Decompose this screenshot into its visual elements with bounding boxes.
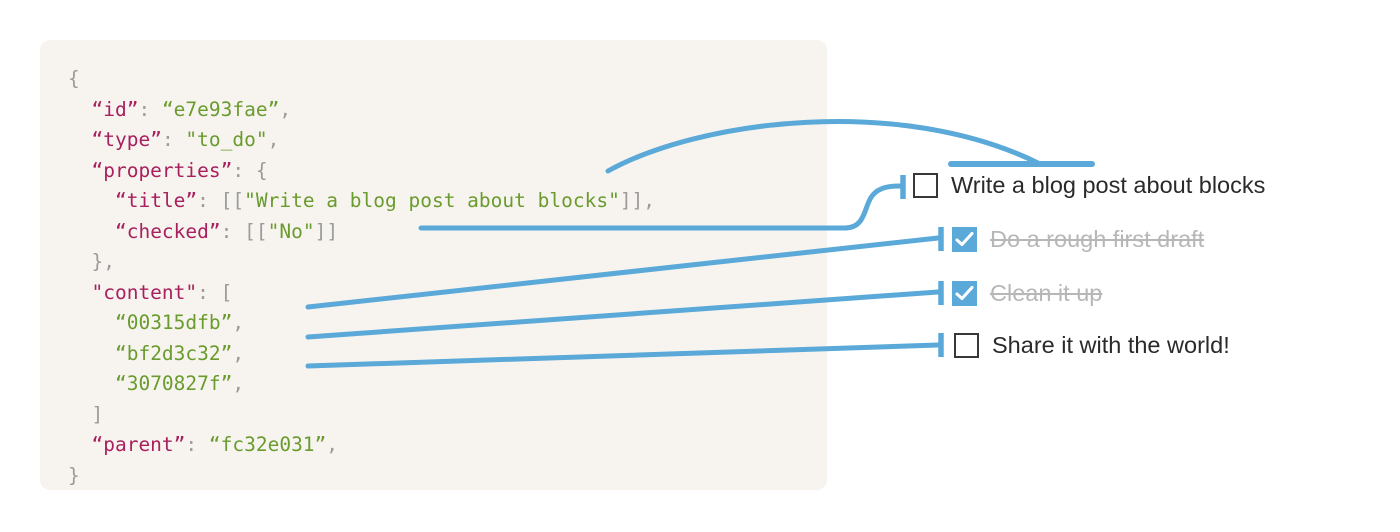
check-icon bbox=[955, 285, 974, 300]
code-line: { bbox=[68, 67, 80, 90]
code-line: }, bbox=[68, 250, 115, 273]
list-item[interactable]: Share it with the world! bbox=[954, 328, 1230, 362]
code-line: “title”: [["Write a blog post about bloc… bbox=[114, 189, 656, 212]
check-icon bbox=[955, 231, 974, 246]
code-line: "content": [ bbox=[91, 280, 233, 304]
list-item[interactable]: Write a blog post about blocks bbox=[913, 168, 1265, 202]
code-line: “bf2d3c32”, bbox=[114, 341, 245, 365]
json-code-block: { “id”: “e7e93fae”, “type”: "to_do", “pr… bbox=[68, 64, 655, 491]
checkbox-unchecked[interactable] bbox=[913, 172, 938, 198]
todo-label: Do a rough first draft bbox=[990, 225, 1205, 252]
list-item[interactable]: Do a rough first draft bbox=[952, 222, 1204, 256]
checkbox-checked[interactable] bbox=[952, 280, 977, 306]
checkbox-checked[interactable] bbox=[952, 226, 977, 252]
checkbox-unchecked[interactable] bbox=[954, 332, 979, 358]
code-line: “00315dfb”, bbox=[114, 311, 245, 334]
code-line: “type”: "to_do", bbox=[91, 128, 280, 151]
todo-label: Share it with the world! bbox=[992, 331, 1230, 358]
code-line: } bbox=[68, 463, 80, 487]
code-line: “3070827f”, bbox=[114, 372, 245, 395]
todo-label: Clean it up bbox=[990, 279, 1103, 306]
json-code-panel: { “id”: “e7e93fae”, “type”: "to_do", “pr… bbox=[40, 40, 827, 490]
code-line: “parent”: “fc32e031”, bbox=[91, 433, 339, 456]
code-line: ] bbox=[68, 402, 104, 426]
code-line: “properties”: { bbox=[91, 158, 268, 182]
todo-label: Write a blog post about blocks bbox=[951, 171, 1266, 198]
code-line: “checked”: [["No"]] bbox=[114, 219, 339, 243]
code-line: “id”: “e7e93fae”, bbox=[91, 97, 292, 121]
list-item[interactable]: Clean it up bbox=[952, 276, 1102, 310]
